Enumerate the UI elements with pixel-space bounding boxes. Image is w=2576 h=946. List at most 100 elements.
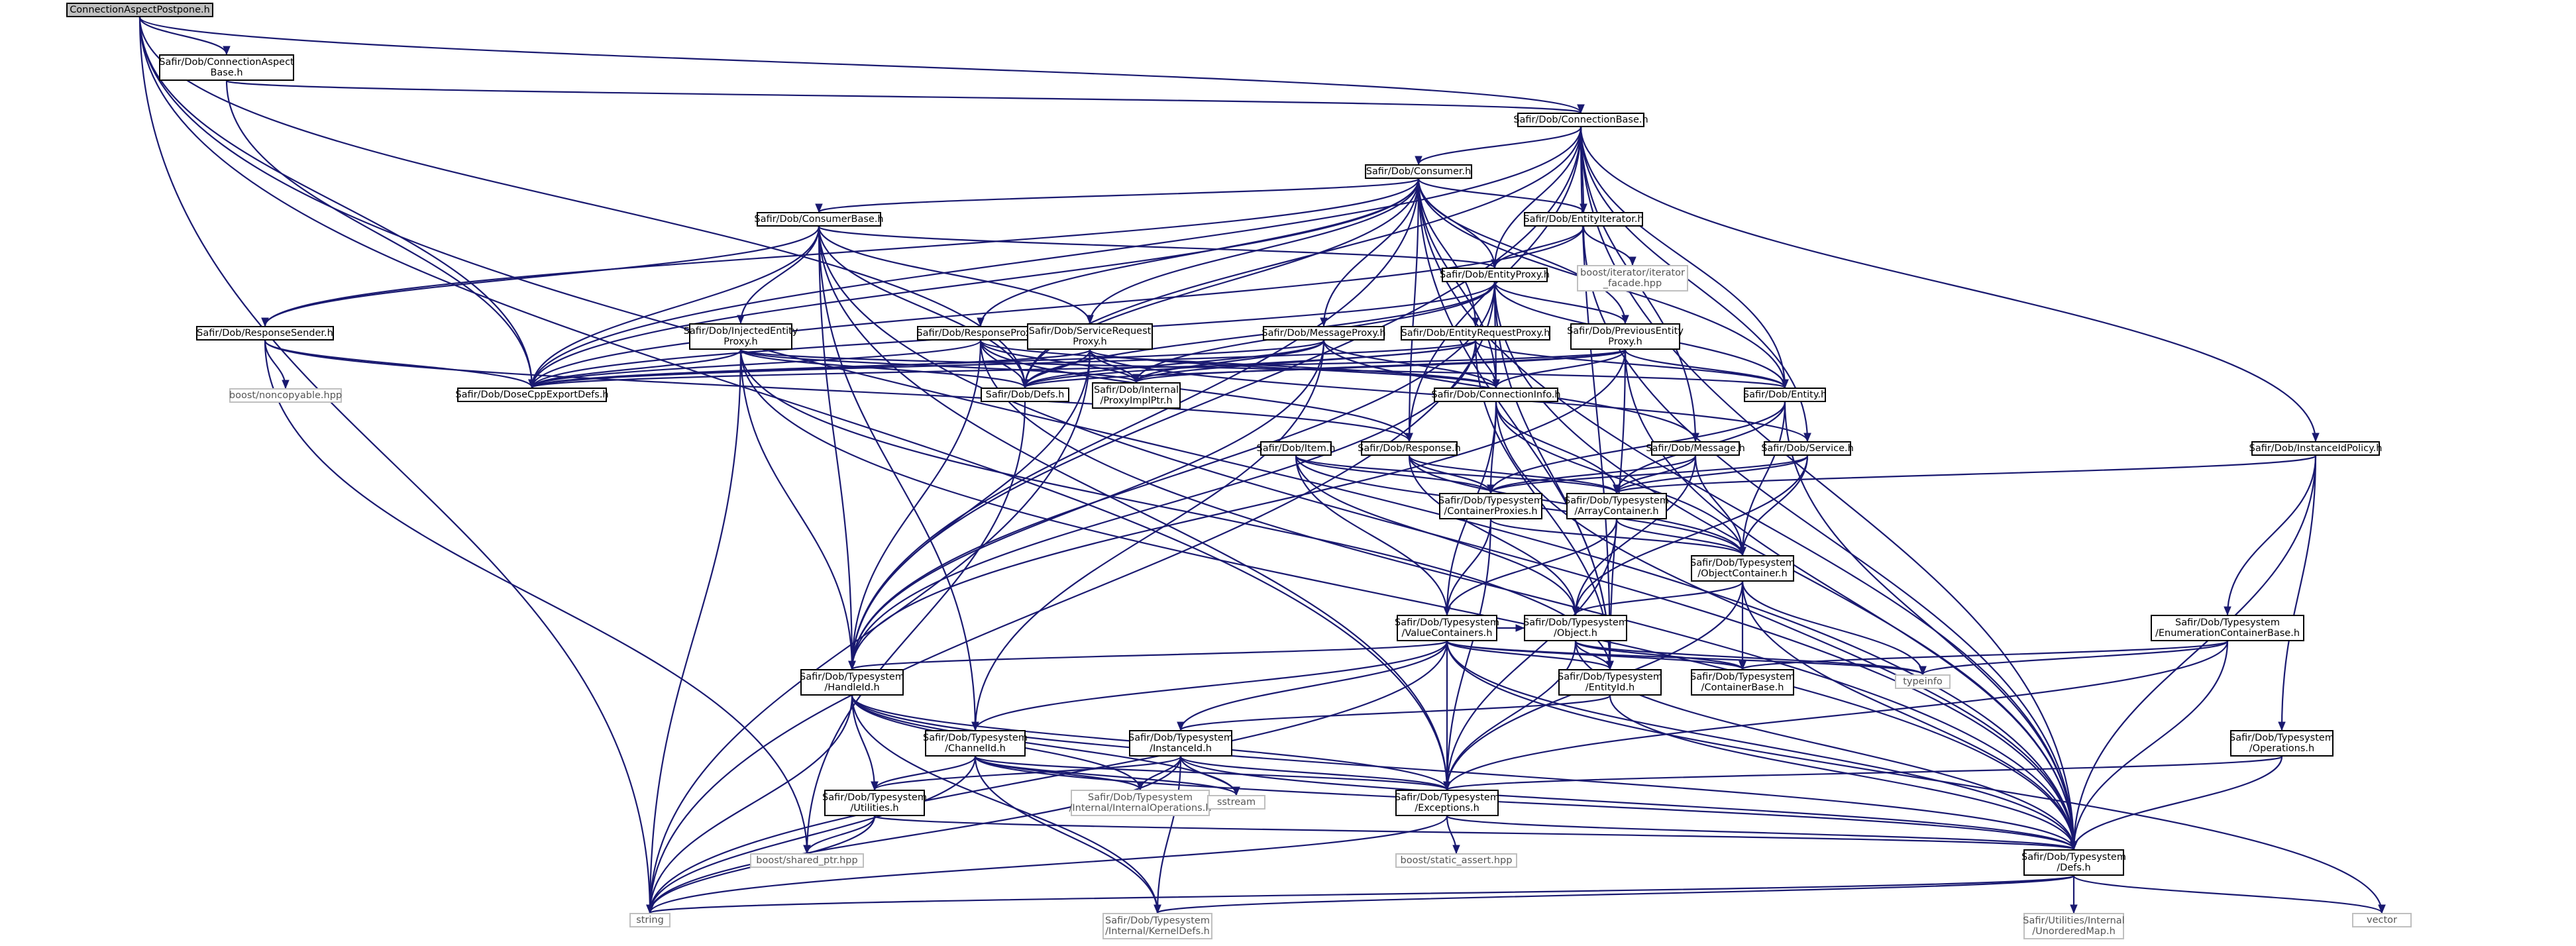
edge-servreq-string — [649, 349, 1091, 914]
node-valuecont[interactable]: Safir/Dob/Typesystem/ValueContainers.h — [1395, 615, 1499, 641]
edge-enumbase-typeinfo — [1921, 640, 2229, 676]
edge-dobdefs-sharedptr — [806, 401, 1026, 854]
node-instanceid[interactable]: Safir/Dob/Typesystem/InstanceId.h — [1128, 730, 1233, 757]
node-dobdefs[interactable]: Safir/Dob/Defs.h — [981, 388, 1069, 402]
node-objcont[interactable]: Safir/Dob/Typesystem/ObjectContainer.h — [1690, 555, 1795, 582]
edge-instpolicy-enumbase — [2226, 455, 2317, 615]
node-label: Safir/Dob/Typesystem — [1395, 792, 1499, 803]
node-label: Safir/Dob/ConnectionInfo.h — [1431, 390, 1561, 400]
edge-injected-handleid — [739, 349, 853, 670]
edge-arrowhead — [1452, 845, 1460, 855]
node-contbase[interactable]: Safir/Dob/Typesystem/ContainerBase.h — [1690, 669, 1795, 696]
node-label: Safir/Dob/ConsumerBase.h — [754, 214, 884, 225]
node-proxyimpl[interactable]: Safir/Dob/Internal/ProxyImplPtr.h — [1092, 382, 1181, 409]
edge-channelid-string — [649, 756, 977, 914]
edge-arrowhead — [1577, 104, 1585, 114]
node-entreq[interactable]: Safir/Dob/EntityRequestProxy.h — [1401, 326, 1550, 341]
edge-consumer-dobdefs — [1024, 178, 1420, 388]
node-instpolicy[interactable]: Safir/Dob/InstanceIdPolicy.h — [2249, 441, 2382, 456]
edge-consumer-respsender — [264, 178, 1420, 327]
node-enumbase[interactable]: Safir/Dob/Typesystem/EnumerationContaine… — [2151, 615, 2304, 641]
edge-cb-tsdefs — [1580, 127, 2075, 850]
node-contproxies[interactable]: Safir/Dob/Typesystem/ContainerProxies.h — [1438, 493, 1543, 519]
edge-msgproxy-channelid — [974, 340, 1325, 731]
edge-valuecont-tsdefs — [1446, 641, 2075, 850]
edge-consumerbase-channelid — [818, 226, 977, 731]
edge-valuecont-string — [649, 641, 1448, 914]
node-label: /EntityId.h — [1585, 682, 1635, 693]
edge-valuecont-handleid — [851, 640, 1448, 670]
node-consumerbase[interactable]: Safir/Dob/ConsumerBase.h — [754, 212, 884, 227]
node-exceptions[interactable]: Safir/Dob/Typesystem/Exceptions.h — [1395, 790, 1499, 816]
edge-utilities-sharedptr — [806, 815, 876, 854]
edge-arrowhead — [1803, 433, 1811, 443]
edge-item-contproxies — [1295, 455, 1492, 494]
edge-objcont-typeinfo — [1741, 581, 1924, 675]
edge-arrowhead — [2312, 433, 2320, 443]
edge-instanceid-exceptions — [1179, 755, 1448, 791]
edge-valuecont-entityid — [1446, 640, 1611, 670]
edge-service-arraycont — [1615, 455, 1809, 494]
edge-preventity-entity — [1624, 349, 1786, 388]
node-channelid[interactable]: Safir/Dob/Typesystem/ChannelId.h — [923, 730, 1028, 757]
edge-item-arraycont — [1295, 454, 1618, 494]
node-item[interactable]: Safir/Dob/Item.h — [1257, 441, 1336, 456]
node-doseexport[interactable]: Safir/Dob/DoseCppExportDefs.h — [455, 388, 609, 402]
node-cb[interactable]: Safir/Dob/ConnectionBase.h — [1513, 113, 1648, 127]
node-label: boost/static_assert.hpp — [1400, 855, 1513, 866]
node-entity[interactable]: Safir/Dob/Entity.h — [1743, 388, 1827, 402]
node-label: /Exceptions.h — [1415, 803, 1479, 814]
edge-injected-string — [649, 349, 742, 914]
edge-preventity-tsdefs — [1624, 349, 2075, 850]
edge-consumer-entityiter — [1417, 178, 1585, 213]
node-label: boost/iterator/iterator — [1580, 268, 1685, 278]
node-entityproxy[interactable]: Safir/Dob/EntityProxy.h — [1440, 268, 1550, 282]
node-consumer[interactable]: Safir/Dob/Consumer.h — [1365, 164, 1472, 179]
node-root[interactable]: ConnectionAspectPostpone.h — [66, 3, 213, 17]
edge-object-contbase — [1574, 641, 1744, 670]
node-label: Safir/Dob/Typesystem — [1690, 672, 1795, 682]
edge-instpolicy-tsdefs — [2072, 455, 2317, 850]
node-conninfo[interactable]: Safir/Dob/ConnectionInfo.h — [1431, 388, 1561, 402]
node-label: Safir/Dob/Typesystem — [923, 733, 1028, 743]
edge-respsender-doseexport — [264, 340, 533, 388]
edge-respproxy-handleid — [851, 340, 982, 670]
edge-conninfo-objcont — [1495, 401, 1744, 556]
node-message[interactable]: Safir/Dob/Message.h — [1646, 441, 1745, 456]
node-respsender[interactable]: Safir/Dob/ResponseSender.h — [196, 326, 334, 341]
node-label: Proxy.h — [1073, 337, 1107, 347]
edge-conninfo-arraycont — [1495, 401, 1618, 494]
node-response[interactable]: Safir/Dob/Response.h — [1358, 441, 1461, 456]
node-utilities[interactable]: Safir/Dob/Typesystem/Utilities.h — [822, 790, 927, 816]
node-arraycont[interactable]: Safir/Dob/Typesystem/ArrayContainer.h — [1564, 493, 1669, 519]
node-handleid[interactable]: Safir/Dob/Typesystem/HandleId.h — [800, 669, 904, 696]
edge-arrowhead — [1487, 484, 1495, 494]
edge-arrowhead — [1606, 660, 1614, 670]
edge-instpolicy-operations — [2281, 455, 2317, 731]
edge-arrowhead — [261, 317, 269, 327]
node-operations[interactable]: Safir/Dob/Typesystem/Operations.h — [2229, 730, 2334, 757]
edge-instanceid-kerneldefs — [1156, 756, 1182, 914]
edge-arrowhead — [1781, 379, 1789, 389]
node-tsdefs[interactable]: Safir/Dob/Typesystem/Defs.h — [2021, 849, 2126, 876]
node-sharedptr: boost/shared_ptr.hpp — [750, 853, 864, 868]
edge-entityproxy-preventity — [1493, 282, 1627, 324]
edge-tsdefs-vector — [2072, 874, 2383, 914]
node-respproxy[interactable]: Safir/Dob/ResponseProxy.h — [916, 326, 1045, 341]
edge-entity-objcont — [1741, 401, 1786, 556]
node-service[interactable]: Safir/Dob/Service.h — [1761, 441, 1854, 456]
node-entityiter[interactable]: Safir/Dob/EntityIterator.h — [1523, 212, 1644, 227]
node-entityid[interactable]: Safir/Dob/Typesystem/EntityId.h — [1558, 669, 1662, 696]
node-label: _facade.hpp — [1603, 278, 1662, 289]
node-label: /Internal/KernelDefs.h — [1105, 926, 1210, 937]
edge-root-cb — [138, 17, 1582, 113]
node-label: /Defs.h — [2057, 863, 2091, 873]
node-object[interactable]: Safir/Dob/Typesystem/Object.h — [1523, 615, 1628, 641]
edge-message-object — [1574, 455, 1697, 615]
node-vector: vector — [2352, 913, 2412, 927]
node-msgproxy[interactable]: Safir/Dob/MessageProxy.h — [1261, 326, 1386, 341]
